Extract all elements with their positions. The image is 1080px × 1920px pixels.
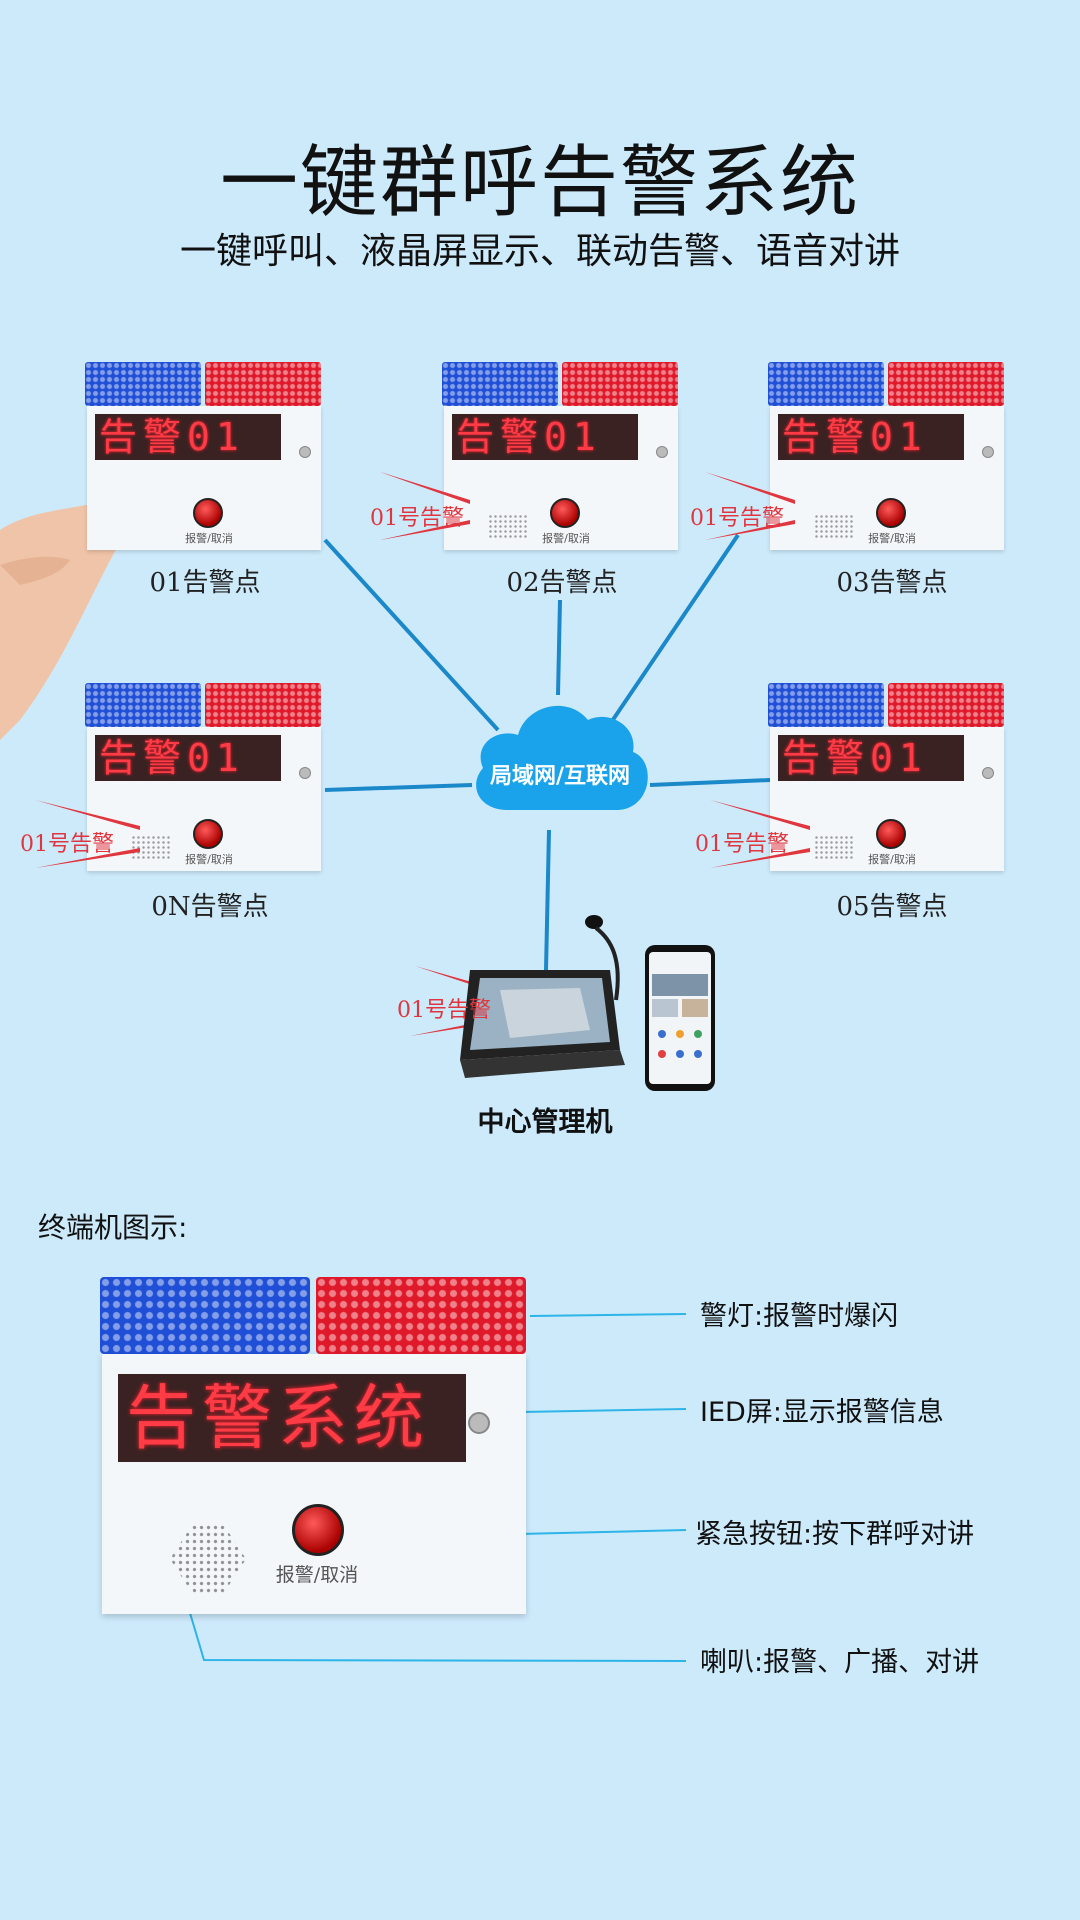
alarm-terminal-0n: 告警01 报警/取消 — [85, 683, 323, 871]
link-0n — [324, 783, 473, 792]
link-02 — [556, 599, 562, 696]
link-03 — [604, 533, 740, 732]
tablet-console-icon[interactable] — [440, 930, 640, 1090]
callout-screen: IED屏:显示报警信息 — [700, 1397, 944, 1428]
led-screen: 告警01 — [778, 414, 964, 460]
keyhole-icon — [982, 446, 994, 458]
callout-button: 紧急按钮:按下群呼对讲 — [695, 1519, 975, 1550]
emergency-button[interactable] — [292, 1504, 344, 1556]
terminal-device: 告警系统 报警/取消 — [100, 1277, 528, 1614]
ray — [380, 472, 470, 504]
terminal-panel: 告警系统 报警/取消 — [102, 1354, 526, 1614]
keyhole-icon — [656, 446, 668, 458]
blue-lamp — [768, 683, 884, 727]
emergency-button[interactable] — [876, 498, 906, 528]
callout-line-lamp — [529, 1313, 687, 1317]
cloud-icon — [476, 705, 648, 810]
led-screen: 告警系统 — [118, 1374, 466, 1462]
terminal-panel: 告警01 报警/取消 — [87, 727, 321, 871]
terminal-panel: 告警01 报警/取消 — [770, 727, 1004, 871]
red-lamp — [888, 362, 1004, 406]
ray — [705, 472, 795, 504]
node-label-05: 05告警点 — [836, 892, 948, 922]
node-label-02: 02告警点 — [506, 568, 618, 598]
callout-speaker: 喇叭:报警、广播、对讲 — [700, 1647, 980, 1678]
alarm-text-05: 01号告警 — [695, 832, 789, 857]
blue-lamp — [768, 362, 884, 406]
emergency-button[interactable] — [193, 498, 223, 528]
red-lamp — [205, 683, 321, 727]
blue-lamp — [85, 683, 201, 727]
node-label-03: 03告警点 — [836, 568, 948, 598]
red-lamp — [316, 1277, 526, 1354]
emergency-button[interactable] — [876, 819, 906, 849]
red-lamp — [205, 362, 321, 406]
terminal-panel: 告警01 报警/取消 — [87, 406, 321, 550]
network-cloud: 局域网/互联网 — [468, 690, 652, 820]
led-screen: 告警01 — [452, 414, 638, 460]
link-01 — [323, 538, 500, 732]
red-lamp — [562, 362, 678, 406]
blue-lamp — [442, 362, 558, 406]
node-label-0n: 0N告警点 — [151, 892, 269, 922]
speaker-icon — [814, 835, 854, 861]
center-label: 中心管理机 — [477, 1107, 613, 1138]
terminal-panel: 告警01 报警/取消 — [770, 406, 1004, 550]
button-label: 报警/取消 — [185, 532, 233, 545]
alarm-terminal-05: 告警01 报警/取消 — [768, 683, 1006, 871]
blue-lamp — [85, 362, 201, 406]
speaker-icon — [170, 1524, 246, 1594]
led-screen: 告警01 — [778, 735, 964, 781]
blue-lamp — [100, 1277, 310, 1354]
keyhole-icon — [468, 1412, 490, 1434]
keyhole-icon — [982, 767, 994, 779]
alarm-terminal-03: 告警01 报警/取消 — [768, 362, 1006, 550]
alarm-terminal-02: 告警01 报警/取消 — [442, 362, 680, 550]
ray — [710, 800, 810, 830]
phone-icon — [645, 945, 715, 1091]
ray — [710, 848, 810, 868]
section-title: 终端机图示: — [38, 1211, 188, 1244]
button-label: 报警/取消 — [542, 532, 590, 545]
node-label-01: 01告警点 — [149, 568, 261, 598]
red-lamp — [888, 683, 1004, 727]
speaker-icon — [488, 514, 528, 540]
network-label: 局域网/互联网 — [489, 764, 631, 789]
keyhole-icon — [299, 446, 311, 458]
page-subtitle: 一键呼叫、液晶屏显示、联动告警、语音对讲 — [179, 231, 900, 272]
terminal-panel: 告警01 报警/取消 — [444, 406, 678, 550]
ray — [380, 520, 470, 540]
link-center — [544, 829, 551, 971]
button-label: 报警/取消 — [868, 532, 916, 545]
microphone-icon — [585, 915, 620, 1001]
ray — [705, 520, 795, 540]
button-label: 报警/取消 — [275, 1564, 359, 1586]
callout-lamp: 警灯:报警时爆闪 — [700, 1301, 899, 1332]
speaker-icon — [814, 514, 854, 540]
alarm-terminal-01: 告警01 报警/取消 — [85, 362, 323, 550]
alarm-text-0n: 01号告警 — [20, 832, 114, 857]
led-screen: 告警01 — [95, 414, 281, 460]
ray — [35, 800, 140, 830]
emergency-button[interactable] — [193, 819, 223, 849]
speaker-icon — [131, 835, 171, 861]
ray — [35, 848, 140, 868]
link-05 — [649, 778, 771, 787]
emergency-button[interactable] — [550, 498, 580, 528]
button-label: 报警/取消 — [185, 853, 233, 866]
alarm-text-center: 01号告警 — [397, 998, 491, 1023]
keyhole-icon — [299, 767, 311, 779]
button-label: 报警/取消 — [868, 853, 916, 866]
page-title: 一键群呼告警系统 — [219, 138, 860, 228]
led-screen: 告警01 — [95, 735, 281, 781]
